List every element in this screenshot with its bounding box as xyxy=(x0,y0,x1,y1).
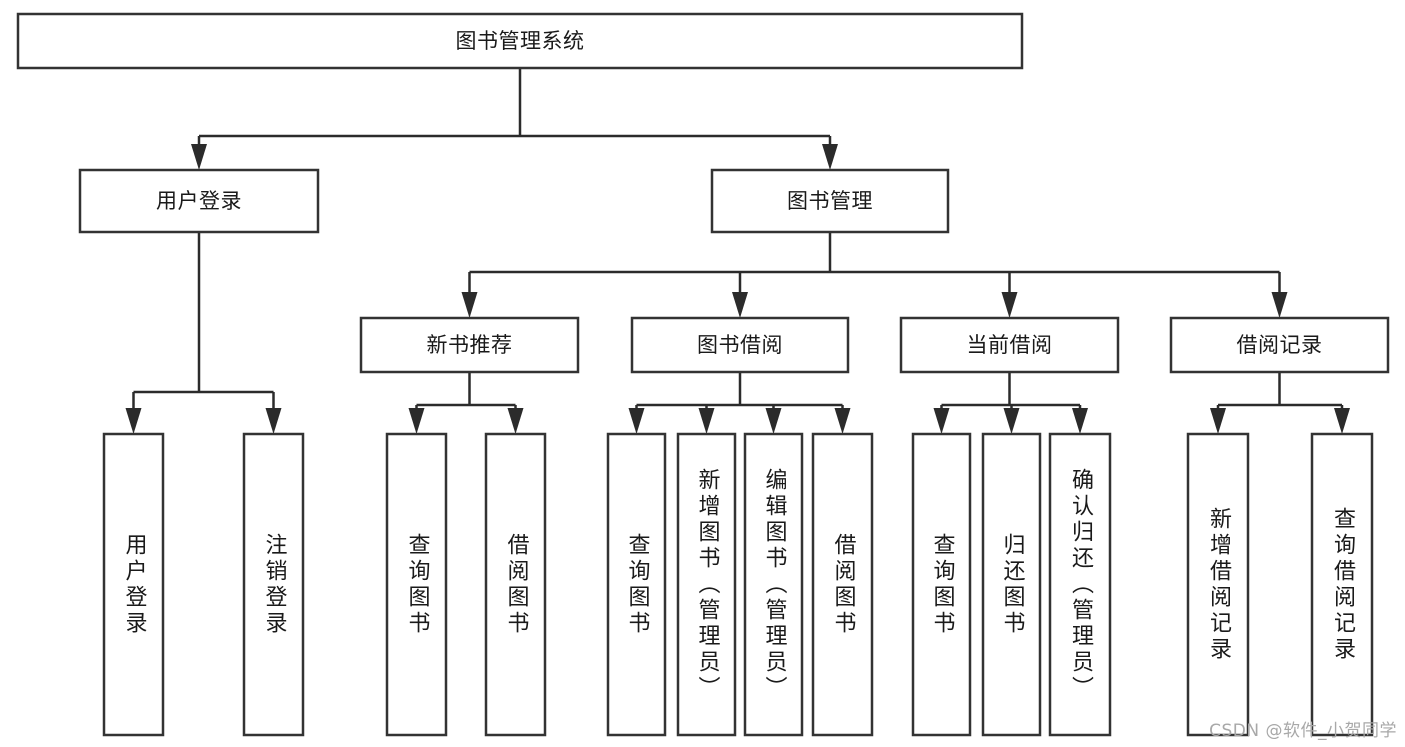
userlogin-to-leaves-arrow-1 xyxy=(265,408,282,434)
leaf-box-12[interactable] xyxy=(1310,432,1374,737)
box-layer xyxy=(16,12,1390,737)
l3-2-to-leaves-arrow-1 xyxy=(1003,408,1020,434)
level2-box-1[interactable] xyxy=(710,168,950,234)
bookmgmt-to-level3-arrow-3 xyxy=(1271,292,1288,318)
bookmgmt-to-level3-arrow-0 xyxy=(461,292,478,318)
level3-box-3[interactable] xyxy=(1169,316,1390,374)
l3-3-to-leaves-arrow-1 xyxy=(1334,408,1350,434)
leaf-box-7[interactable] xyxy=(811,432,874,737)
l3-1-to-leaves-arrow-1 xyxy=(698,408,715,434)
l3-2-to-leaves-arrow-2 xyxy=(1072,408,1088,434)
leaf-box-0[interactable] xyxy=(102,432,165,737)
level3-label-2: 当前借阅 xyxy=(967,333,1053,357)
leaf-box-4[interactable] xyxy=(606,432,667,737)
level2-label-1: 图书管理 xyxy=(787,189,873,213)
root-to-level2-arrow-1 xyxy=(822,144,838,170)
root-to-level2-arrow-0 xyxy=(191,144,207,170)
leaf-box-2[interactable] xyxy=(385,432,448,737)
l3-1-to-leaves-arrow-0 xyxy=(628,408,645,434)
leaf-box-6[interactable] xyxy=(743,432,804,737)
connector-layer xyxy=(125,68,1350,434)
level3-label-3: 借阅记录 xyxy=(1237,333,1323,357)
level3-label-1: 图书借阅 xyxy=(697,333,783,357)
level3-box-1[interactable] xyxy=(630,316,850,374)
root-label-0: 图书管理系统 xyxy=(456,29,585,53)
leaf-box-9[interactable] xyxy=(981,432,1042,737)
l3-3-to-leaves-arrow-0 xyxy=(1210,408,1226,434)
leaf-box-8[interactable] xyxy=(911,432,972,737)
root-box-0[interactable] xyxy=(16,12,1024,70)
l3-1-to-leaves-arrow-2 xyxy=(765,408,782,434)
leaf-box-3[interactable] xyxy=(484,432,547,737)
level2-label-0: 用户登录 xyxy=(156,189,242,213)
bookmgmt-to-level3-arrow-1 xyxy=(732,292,748,318)
l3-0-to-leaves-arrow-0 xyxy=(408,408,425,434)
leaf-box-5[interactable] xyxy=(676,432,737,737)
userlogin-to-leaves-arrow-0 xyxy=(125,408,142,434)
l3-1-to-leaves-arrow-3 xyxy=(834,408,851,434)
level3-box-0[interactable] xyxy=(359,316,580,374)
leaf-box-1[interactable] xyxy=(242,432,305,737)
csdn-watermark: CSDN @软件_小贺同学 xyxy=(1209,721,1397,741)
bookmgmt-to-level3-arrow-2 xyxy=(1001,292,1018,318)
level3-label-0: 新书推荐 xyxy=(427,333,513,357)
level2-box-0[interactable] xyxy=(78,168,320,234)
level3-box-2[interactable] xyxy=(899,316,1120,374)
l3-0-to-leaves-arrow-1 xyxy=(507,408,524,434)
leaf-box-10[interactable] xyxy=(1048,432,1112,737)
leaf-box-11[interactable] xyxy=(1186,432,1250,737)
l3-2-to-leaves-arrow-0 xyxy=(933,408,950,434)
